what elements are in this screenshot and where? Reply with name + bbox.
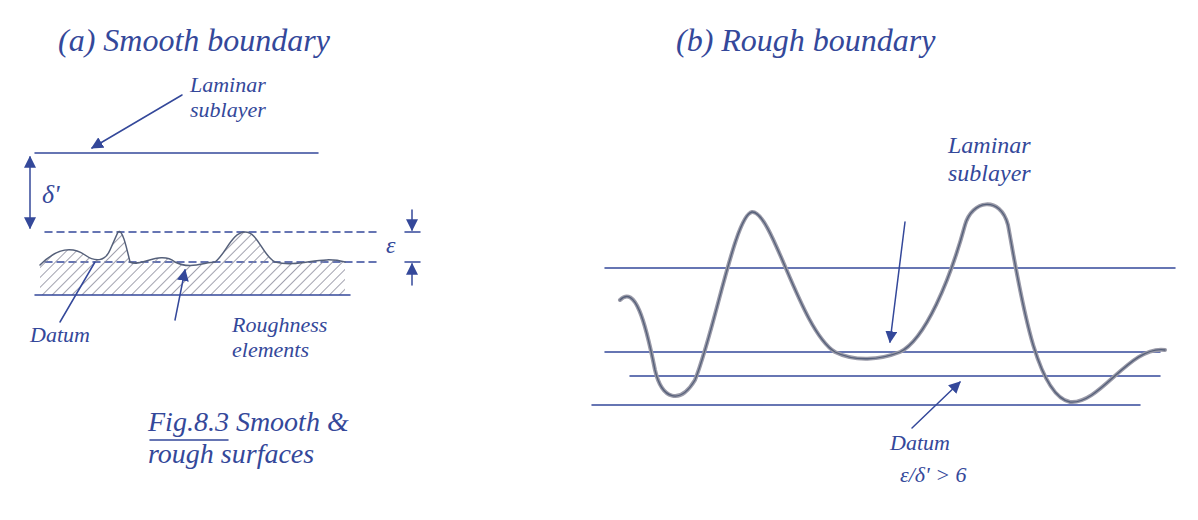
panel-title: (a) Smooth boundary (58, 22, 330, 59)
panel-title: (b) Rough boundary (676, 22, 936, 59)
leader-arrow (92, 95, 182, 148)
horizontal-line (630, 375, 1160, 377)
figure-caption: Fig.8.3 Smooth & rough surfaces (148, 406, 373, 470)
part-label: Datum (30, 322, 90, 347)
leader-arrow (175, 270, 185, 320)
leader-line (60, 262, 95, 322)
ratio-label: ε/δ' > 6 (900, 462, 967, 487)
part-label: Laminar sublayer (190, 72, 266, 123)
horizontal-line (605, 351, 1160, 353)
dimension-symbol: ε (386, 232, 395, 260)
dashed-line (45, 231, 380, 233)
tick (405, 231, 420, 233)
part-label: Laminar sublayer (948, 132, 1031, 187)
sublayer-line (35, 152, 318, 154)
dimension-symbol: δ' (42, 180, 60, 210)
wall-line (35, 294, 350, 296)
leader-arrow (912, 382, 960, 428)
rough-profile (620, 204, 1165, 402)
part-label: Datum (890, 430, 950, 455)
dimension-arrow (411, 210, 413, 230)
dimension-arrow (411, 264, 413, 285)
roughness-profile (40, 231, 345, 265)
hatched-wall (40, 231, 345, 295)
horizontal-line (592, 404, 1140, 406)
leader-arrow (890, 222, 905, 342)
tick (405, 261, 420, 263)
horizontal-line (605, 267, 1175, 269)
dimension-arrow (29, 157, 31, 228)
rough-profile-shade (620, 204, 1165, 402)
part-label: Roughness elements (232, 312, 327, 363)
